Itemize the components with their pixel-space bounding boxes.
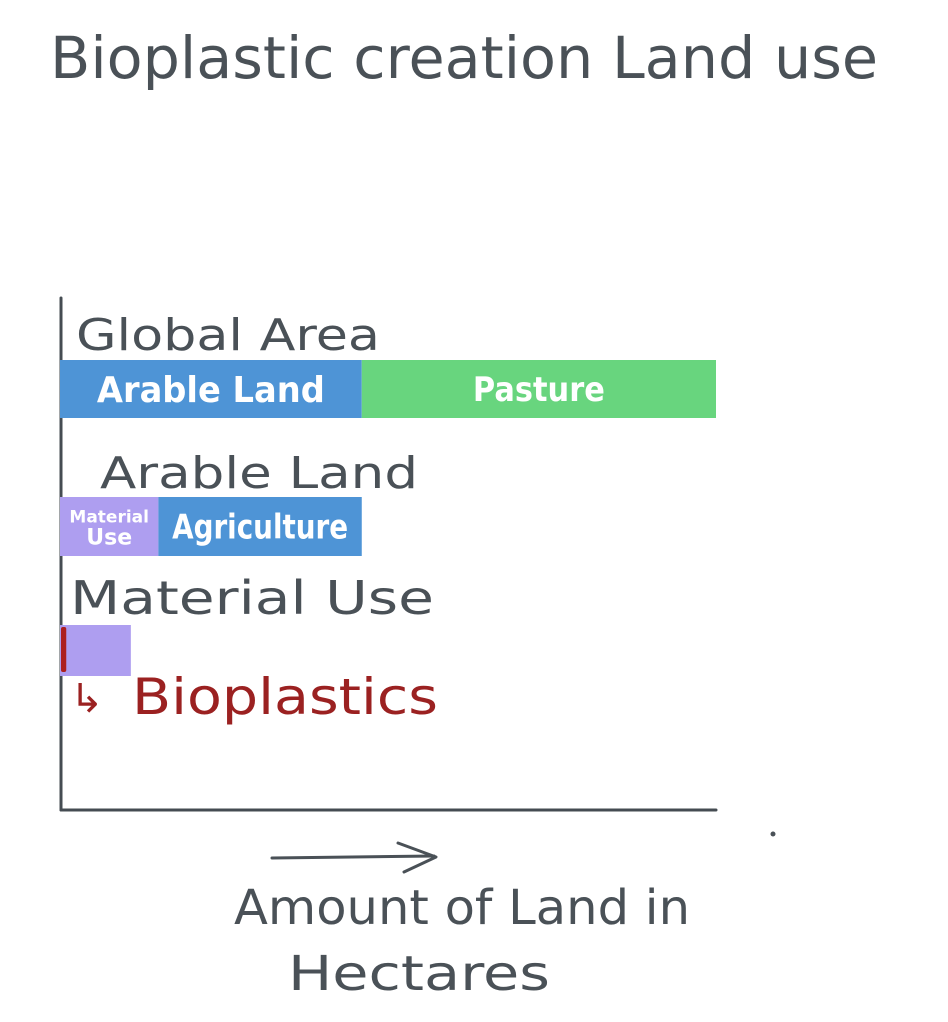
bar-arable-land-agriculture bbox=[158, 497, 362, 556]
row-label-arable-land: Arable Land bbox=[100, 448, 418, 499]
bar-arable-land-material-use bbox=[60, 497, 159, 556]
stray-ink-dot bbox=[770, 831, 776, 837]
bars-layer bbox=[60, 360, 716, 676]
bioplastics-label: Bioplastics bbox=[132, 668, 438, 726]
bioplastics-arrow-icon: ↳ bbox=[70, 676, 104, 722]
bar-label-arable-land-material-use-line-1: Material bbox=[69, 508, 149, 528]
x-direction-arrow-shaft bbox=[270, 854, 436, 860]
bar-label-global-area-arable-land: Arable Land bbox=[97, 370, 325, 411]
row-label-global-area: Global Area bbox=[76, 310, 380, 361]
bar-material-use-bioplastics-highlight bbox=[61, 627, 67, 672]
bar-label-global-area-pasture: Pasture bbox=[473, 370, 605, 410]
x-direction-arrow-icon bbox=[396, 841, 438, 874]
bar-global-area-arable-land bbox=[60, 360, 362, 418]
row-label-material-use: Material Use bbox=[70, 571, 434, 625]
bar-material-use-segment bbox=[60, 625, 131, 676]
chart-title: Bioplastic creation Land use bbox=[50, 24, 878, 92]
bar-label-arable-land-material-use-line-2: Use bbox=[86, 526, 132, 551]
bar-global-area-pasture bbox=[361, 360, 716, 418]
x-axis-label-line-2: Hectares bbox=[288, 946, 550, 1002]
bar-label-arable-land-agriculture: Agriculture bbox=[172, 508, 348, 548]
x-axis-label-line-1: Amount of Land in bbox=[234, 880, 690, 936]
